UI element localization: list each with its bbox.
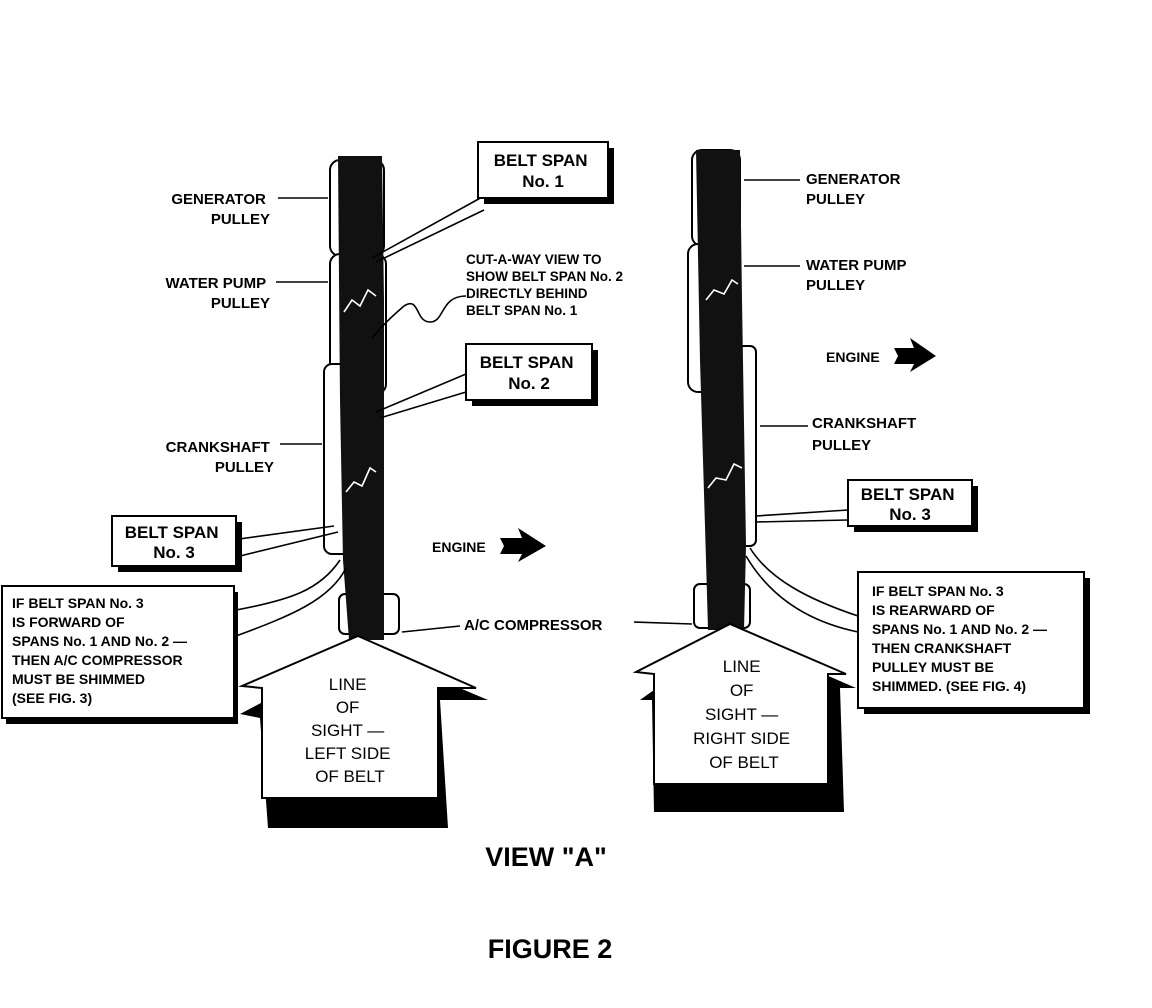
- left-belt-highlight: [345, 466, 377, 493]
- right-generator-label: GENERATOR PULLEY: [806, 171, 905, 208]
- left-line-of-sight-arrow-icon: [238, 634, 477, 799]
- right-belt-span-3-box: [847, 479, 973, 527]
- right-span3-leader: [755, 519, 849, 523]
- right-line-of-sight-label: LINE OF SIGHT — RIGHT SIDE OF BELT: [693, 657, 795, 772]
- right-line-of-sight-arrow-icon: [632, 622, 847, 785]
- left-belt-span-2-label: BELT SPAN No. 2: [480, 353, 579, 393]
- right-water-pump-label: WATER PUMP PULLEY: [806, 257, 910, 294]
- right-belt: [696, 150, 746, 630]
- right-rearward-leader: [749, 547, 859, 617]
- left-forward-note: IF BELT SPAN No. 3 IS FORWARD OF SPANS N…: [12, 595, 191, 706]
- left-belt-span-3-label: BELT SPAN No. 3: [125, 523, 224, 562]
- right-belt-highlight: [705, 278, 739, 301]
- left-belt-span-1-label: BELT SPAN No. 1: [494, 151, 593, 191]
- left-span1-leader: [375, 209, 485, 263]
- left-span2-leader: [379, 391, 467, 419]
- figure-title: FIGURE 2: [488, 934, 613, 964]
- left-water-pump-label: WATER PUMP PULLEY: [166, 275, 270, 312]
- right-engine-label: ENGINE: [826, 349, 880, 365]
- left-belt-span-1-box: [477, 141, 609, 199]
- right-rearward-note: IF BELT SPAN No. 3 IS REARWARD OF SPANS …: [872, 583, 1051, 694]
- left-ac-leader: [401, 625, 461, 633]
- left-span3-leader: [231, 531, 339, 559]
- left-forward-note-box: [1, 585, 235, 719]
- left-span3-leader: [231, 525, 335, 541]
- right-engine-arrow-icon: [894, 338, 936, 372]
- right-belt-span-3-label: BELT SPAN No. 3: [861, 485, 960, 524]
- left-engine-arrow-icon: [500, 528, 546, 562]
- right-view: GENERATOR PULLEY WATER PUMP PULLEY CRANK…: [632, 149, 1090, 812]
- left-forward-leader: [235, 567, 347, 637]
- left-belt-highlight: [343, 288, 377, 313]
- right-belt-highlight: [707, 462, 743, 489]
- right-rearward-note-box: [857, 571, 1085, 709]
- left-ac-compressor-label: A/C COMPRESSOR: [464, 617, 603, 634]
- left-span2-leader: [375, 373, 467, 413]
- left-engine-label: ENGINE: [432, 539, 486, 555]
- right-span3-leader: [755, 509, 849, 517]
- left-belt-span-2-box: [465, 343, 593, 401]
- left-span1-leader: [371, 195, 485, 259]
- left-cutaway-leader: [371, 295, 467, 339]
- left-crankshaft-label: CRANKSHAFT PULLEY: [166, 439, 274, 476]
- view-title: VIEW "A": [485, 842, 607, 872]
- left-belt-span-3-box: [111, 515, 237, 567]
- right-ac-leader: [633, 621, 693, 625]
- left-generator-label: GENERATOR PULLEY: [171, 191, 270, 228]
- left-cutaway-note: CUT-A-WAY VIEW TO SHOW BELT SPAN No. 2 D…: [466, 252, 627, 318]
- left-belt: [338, 156, 384, 640]
- left-line-of-sight-label: LINE OF SIGHT — LEFT SIDE OF BELT: [305, 675, 395, 786]
- left-view: GENERATOR PULLEY WATER PUMP PULLEY CRANK…: [1, 141, 627, 828]
- right-rearward-leader: [745, 555, 859, 633]
- right-crankshaft-label: CRANKSHAFT PULLEY: [812, 415, 920, 454]
- left-forward-leader: [235, 559, 341, 611]
